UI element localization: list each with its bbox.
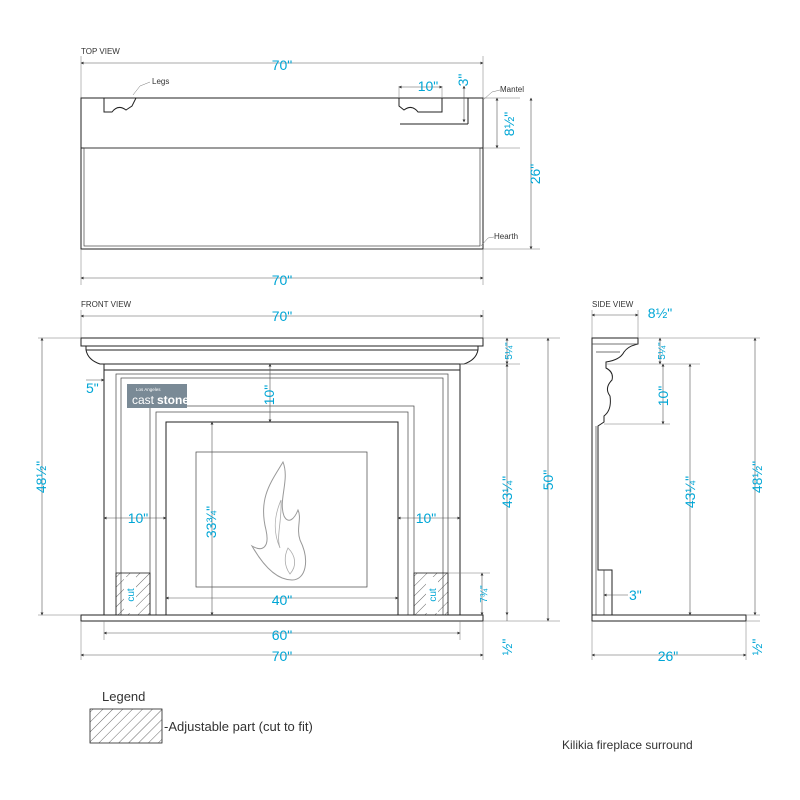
cut-label-left: cut [126, 588, 137, 602]
front-40-dim: 40" [272, 592, 293, 608]
logo-cast: cast [132, 393, 155, 407]
top-mantel [80, 97, 484, 149]
top-8-half-dim: 8½" [501, 112, 517, 136]
front-half-dim: ½" [499, 639, 515, 656]
top-view-label: TOP VIEW [81, 47, 120, 56]
left-leg-profile [103, 97, 137, 113]
front-70-bottom-dim: 70" [272, 648, 293, 664]
front-43-dim: 43¼" [499, 476, 515, 508]
front-5-quarter-dim: 5¼" [503, 342, 515, 360]
front-10-top-dim: 10" [261, 385, 277, 406]
side-profile [591, 337, 639, 616]
hearth-callout: Hearth [494, 232, 518, 241]
side-view-label: SIDE VIEW [592, 300, 634, 309]
front-48-dim: 48½" [33, 461, 49, 493]
top-3-dim: 3" [455, 74, 471, 87]
front-60-dim: 60" [272, 627, 293, 643]
top-hearth [80, 147, 484, 250]
firebox [195, 451, 368, 588]
cut-label-right: cut [428, 588, 439, 602]
side-half-dim: ½" [749, 639, 765, 656]
legend: Legend -Adjustable part (cut to fit) [89, 689, 313, 744]
front-hearth [80, 614, 484, 622]
side-10-dim: 10" [655, 386, 671, 407]
right-leg-profile [398, 98, 443, 113]
flame-icon [250, 460, 307, 581]
front-10-right-dim: 10" [416, 510, 437, 526]
side-8-half-dim: 8½" [648, 305, 672, 321]
front-width-top: 70" [272, 308, 293, 324]
top-view: TOP VIEW 70" Legs 10" 3" Mantel [80, 47, 543, 288]
top-26-dim: 26" [527, 164, 543, 185]
top-leg-width: 10" [418, 78, 439, 94]
legend-swatch [89, 708, 163, 744]
logo [127, 384, 187, 408]
legend-item: -Adjustable part (cut to fit) [164, 719, 313, 734]
logo-small: Los Angeles [136, 387, 161, 392]
front-10-left-dim: 10" [128, 510, 149, 526]
mantel-callout: Mantel [500, 85, 524, 94]
side-3-dim: 3" [629, 587, 642, 603]
side-hearth [591, 614, 747, 622]
legend-title: Legend [102, 689, 145, 704]
legs-callout: Legs [152, 77, 169, 86]
side-26-dim: 26" [658, 648, 679, 664]
side-view: SIDE VIEW 8½" 5¼" 10" 43¼" 48½" 3" [591, 300, 765, 664]
side-5-quarter-dim: 5¼" [656, 342, 668, 360]
logo-stone: stone [157, 393, 189, 407]
front-5-dim: 5" [86, 380, 99, 396]
top-width-upper: 70" [272, 57, 293, 73]
side-43-dim: 43¼" [682, 476, 698, 508]
front-33-dim: 33¾" [203, 506, 219, 538]
top-width-lower: 70" [272, 272, 293, 288]
front-view: FRONT VIEW 70" Los Angeles cast stone [33, 300, 560, 664]
front-50-dim: 50" [540, 470, 556, 491]
caption: Kilikia fireplace surround [562, 738, 693, 752]
front-view-label: FRONT VIEW [81, 300, 132, 309]
front-7-dim: 7¾" [479, 585, 490, 603]
side-48-dim: 48½" [749, 461, 765, 493]
